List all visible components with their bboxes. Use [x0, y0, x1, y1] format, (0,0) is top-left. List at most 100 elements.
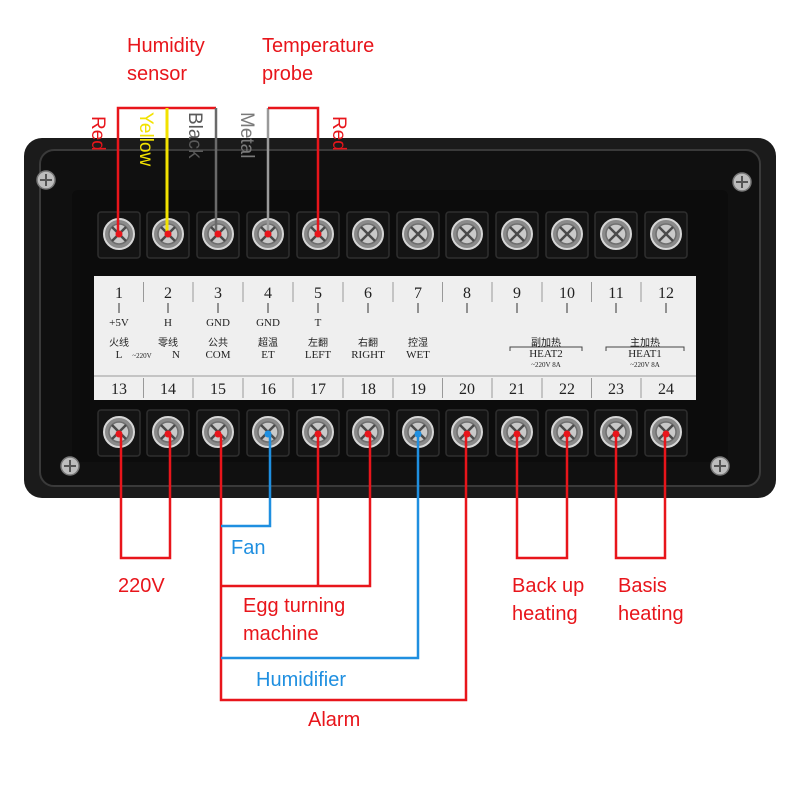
humidity-sensor-label-line1: Humidity: [127, 35, 205, 57]
connection-dot: [364, 430, 372, 438]
bottom-terminal-number: 21: [509, 381, 525, 398]
mounting-screw-icon: [710, 456, 730, 476]
top-terminal-function: GND: [256, 317, 280, 329]
bottom-terminal-function: L: [116, 349, 123, 361]
top-terminal-function: T: [315, 317, 322, 329]
top-terminal-number: 2: [164, 285, 172, 302]
connection-dot: [563, 430, 571, 438]
connection-dot: [164, 430, 172, 438]
top-terminal-function: GND: [206, 317, 230, 329]
fan-label: Fan: [231, 537, 265, 559]
basis-heating-label-line1: Basis: [618, 575, 667, 597]
heat1-en-label: HEAT1: [628, 348, 662, 360]
bottom-terminal-function: COM: [205, 349, 230, 361]
voltage-small-label: ~220V: [132, 352, 151, 360]
egg-turning-label-line1: Egg turning: [243, 595, 345, 617]
top-terminal-number: 12: [658, 285, 674, 302]
connection-dot: [314, 430, 322, 438]
top-terminal-number: 11: [608, 285, 623, 302]
bottom-terminal-number: 17: [310, 381, 326, 398]
temperature-probe-label-line1: Temperature: [262, 35, 374, 57]
connection-dot: [414, 430, 422, 438]
wire-color-red-left: Red: [87, 116, 108, 151]
bottom-terminal-number: 23: [608, 381, 624, 398]
bottom-terminal-function: LEFT: [305, 349, 332, 361]
mounting-screw-icon: [60, 456, 80, 476]
wire-humidifier: [221, 434, 420, 660]
bottom-terminal-number: 16: [260, 381, 276, 398]
top-terminal-number: 7: [414, 285, 422, 302]
terminal-screw-7[interactable]: [396, 211, 440, 259]
wire-color-metal: Metal: [236, 112, 257, 158]
bottom-terminal-number: 20: [459, 381, 475, 398]
bottom-terminal-cn: 超温: [258, 336, 278, 349]
wire-220v: [119, 434, 172, 560]
bottom-terminal-cn: 右翻: [358, 336, 378, 349]
top-terminal-number: 8: [463, 285, 471, 302]
backup-heating-label-line2: heating: [512, 603, 578, 625]
connection-dot: [314, 230, 322, 238]
connection-dot: [662, 430, 670, 438]
connection-dot: [214, 230, 222, 238]
connection-dot: [264, 430, 272, 438]
wire-color-red-right: Red: [328, 116, 349, 151]
wire-basis-heating: [614, 434, 667, 560]
wire-egg-turning-right: [221, 434, 372, 588]
terminal-screw-12[interactable]: [644, 211, 688, 259]
top-terminal-number: 6: [364, 285, 372, 302]
220v-label: 220V: [118, 575, 165, 597]
bottom-terminal-number: 22: [559, 381, 575, 398]
humidity-sensor-label-line2: sensor: [127, 63, 187, 85]
wire-fan: [221, 434, 272, 528]
connection-dot: [612, 430, 620, 438]
mounting-screw-icon: [36, 170, 56, 190]
basis-heating-label-line2: heating: [618, 603, 684, 625]
wire-probe-red: [268, 106, 320, 232]
bottom-terminal-cn: 左翻: [308, 336, 328, 349]
connection-dot: [115, 430, 123, 438]
terminal-screw-8[interactable]: [445, 211, 489, 259]
terminal-screw-9[interactable]: [495, 211, 539, 259]
top-terminal-number: 10: [559, 285, 575, 302]
egg-turning-label-line2: machine: [243, 623, 319, 645]
terminal-screw-6[interactable]: [346, 211, 390, 259]
top-terminal-function: H: [164, 317, 172, 329]
heat1-rating-label: ~220V 8A: [630, 361, 660, 369]
heat2-bracket: [509, 346, 583, 351]
wire-color-yellow: Yellow: [135, 112, 156, 167]
bottom-terminal-number: 15: [210, 381, 226, 398]
bottom-terminal-number: 19: [410, 381, 426, 398]
connection-dot: [115, 230, 123, 238]
top-wires: [116, 106, 320, 232]
bottom-terminal-cn: 控湿: [408, 336, 428, 349]
terminal-screw-11[interactable]: [594, 211, 638, 259]
wire-alarm: [219, 434, 468, 702]
top-terminal-number: 4: [264, 285, 272, 302]
bottom-terminal-function: WET: [406, 349, 430, 361]
backup-heating-label-line1: Back up: [512, 575, 584, 597]
heat1-cn-label: 主加热: [630, 336, 660, 349]
wire-color-black: Black: [184, 112, 205, 159]
temperature-probe-label-line2: probe: [262, 63, 313, 85]
terminal-label-plate: [94, 276, 696, 400]
bottom-terminal-function: ET: [261, 349, 275, 361]
heat2-rating-label: ~220V 8A: [531, 361, 561, 369]
terminal-screw-10[interactable]: [545, 211, 589, 259]
connection-dot: [463, 430, 471, 438]
bottom-terminal-function: N: [172, 349, 180, 361]
top-terminal-number: 1: [115, 285, 123, 302]
bottom-wires: [119, 434, 667, 702]
top-terminal-number: 5: [314, 285, 322, 302]
heat2-en-label: HEAT2: [529, 348, 563, 360]
bottom-terminal-cn: 公共: [208, 337, 228, 349]
bottom-terminal-number: 18: [360, 381, 376, 398]
heat2-cn-label: 副加热: [531, 336, 561, 349]
bottom-terminal-number: 13: [111, 381, 127, 398]
connection-dot: [513, 430, 521, 438]
top-terminal-function: +5V: [109, 317, 129, 329]
wire-backup-heating: [515, 434, 569, 560]
wire-humidity-red: [116, 106, 216, 232]
wire-connection-dots: [115, 230, 670, 438]
